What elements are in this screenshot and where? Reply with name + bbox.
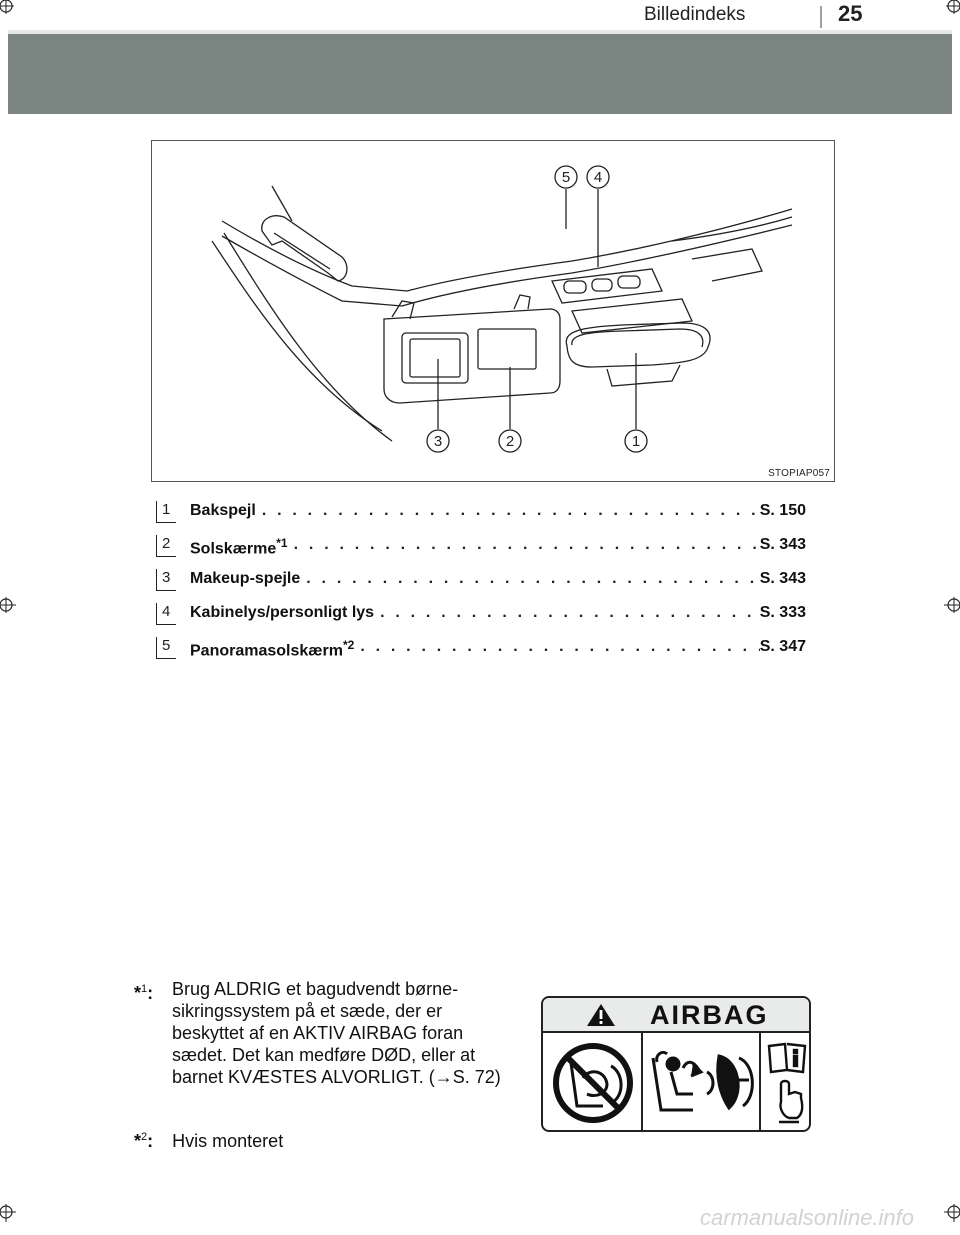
watermark: carmanualsonline.info: [700, 1205, 915, 1230]
seat-airbag-icon: [651, 1050, 754, 1112]
item-number: 5: [156, 637, 176, 659]
warning-triangle-icon: [587, 1004, 615, 1026]
leader-dots: [374, 604, 760, 622]
cabin-ceiling-illustration: 5 4 3 2 1 STOPIAP057: [151, 140, 835, 482]
crop-mark-bottom-right-icon: [944, 1204, 960, 1222]
footnote-1: *1: Brug ALDRIG et bagudvendt børne-sikr…: [134, 978, 514, 1088]
airbag-pictograms: [553, 1004, 807, 1130]
list-item[interactable]: 1 Bakspejl S. 150: [156, 501, 806, 536]
crop-mark-top-left-icon: [0, 0, 14, 14]
leader-dots: [300, 570, 759, 588]
callout-label-3: 3: [434, 433, 442, 450]
section-title: Billedindeks: [644, 4, 746, 25]
item-page-ref[interactable]: S. 343: [759, 536, 806, 553]
footnote-mark: *1:: [134, 983, 154, 1003]
item-page-ref[interactable]: S. 343: [759, 570, 806, 587]
no-rear-facing-seat-icon: [553, 1043, 633, 1123]
figure-code: STOPIAP057: [768, 468, 830, 479]
footnote-ref: *2: [342, 638, 355, 652]
callout-label-4: 4: [594, 169, 602, 186]
footnote-text: Brug ALDRIG et bagudvendt børne-sikrings…: [172, 979, 501, 1087]
item-number: 1: [156, 501, 176, 523]
callout-1: [624, 429, 648, 453]
page-number: 25: [838, 1, 863, 26]
manual-book-icon: [767, 1042, 807, 1124]
footnote-ref: *1: [276, 536, 288, 550]
callout-2: [498, 429, 522, 453]
callout-label-5: 5: [562, 169, 570, 186]
crop-mark-right-icon: [944, 597, 960, 613]
crop-mark-left-icon: [0, 597, 16, 613]
header-band-edge: [8, 30, 952, 34]
crop-mark-bottom-left-icon: [0, 1204, 16, 1222]
item-list: 1 Bakspejl S. 150 2 Solskærme*1 S. 343 3…: [156, 501, 806, 672]
list-item[interactable]: 2 Solskærme*1 S. 343: [156, 535, 806, 570]
item-label: Panoramasolskærm*2: [190, 638, 355, 660]
callout-5: [554, 165, 578, 189]
callout-4: [586, 165, 610, 189]
item-page-ref[interactable]: S. 150: [759, 502, 806, 519]
leader-dots: [288, 536, 760, 554]
callout-3: [426, 429, 450, 453]
item-number: 3: [156, 569, 176, 591]
list-item[interactable]: 5 Panoramasolskærm*2 S. 347: [156, 637, 806, 672]
item-page-ref[interactable]: S. 347: [759, 638, 806, 655]
item-label: Bakspejl: [190, 502, 256, 519]
page-header: Billedindeks 25: [0, 0, 960, 30]
list-item[interactable]: 3 Makeup-spejle S. 343: [156, 569, 806, 604]
header-divider: [820, 6, 822, 28]
crop-mark-top-right-icon: [946, 0, 960, 14]
airbag-word: AIRBAG: [650, 1000, 769, 1030]
footnote-text: Hvis monteret: [172, 1131, 284, 1151]
item-page-ref[interactable]: S. 333: [759, 604, 806, 621]
item-label: Solskærme*1: [190, 536, 288, 558]
header-band: [8, 34, 952, 114]
item-label: Makeup-spejle: [190, 570, 301, 587]
leader-dots: [354, 638, 759, 656]
footnote-mark: *2:: [134, 1131, 154, 1151]
airbag-label-header: AIRBAG: [543, 998, 809, 1033]
airbag-warning-label: AIRBAG: [541, 996, 811, 1132]
item-number: 4: [156, 603, 176, 625]
item-label: Kabinelys/personligt lys: [190, 604, 375, 621]
ceiling-drawing: 5 4 3 2 1: [211, 165, 793, 453]
leader-dots: [256, 502, 760, 520]
callout-label-1: 1: [632, 433, 640, 450]
item-number: 2: [156, 535, 176, 557]
callout-label-2: 2: [506, 433, 514, 450]
footnote-2: *2: Hvis monteret: [134, 1131, 283, 1152]
list-item[interactable]: 4 Kabinelys/personligt lys S. 333: [156, 603, 806, 638]
